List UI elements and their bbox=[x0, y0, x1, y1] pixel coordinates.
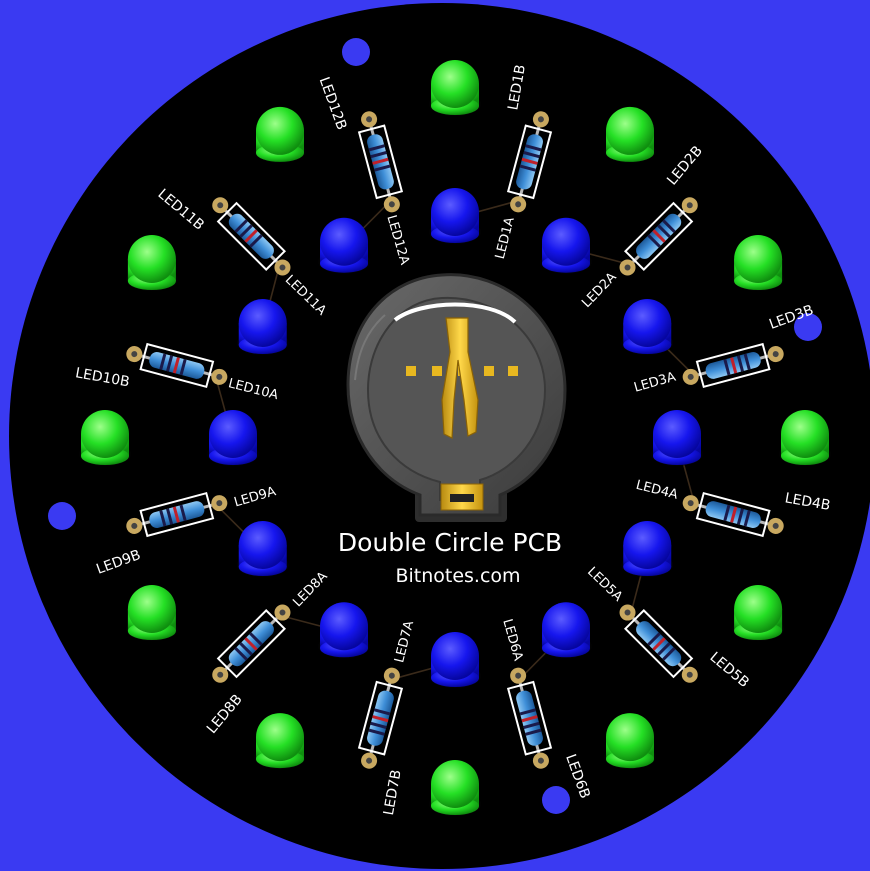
resistor-icon bbox=[126, 491, 228, 538]
green-led-icon bbox=[254, 106, 306, 163]
blue-led-icon bbox=[540, 217, 592, 274]
blue-led-icon bbox=[429, 188, 481, 244]
mounting-hole-icon bbox=[794, 313, 822, 341]
resistor-icon bbox=[212, 197, 291, 276]
green-led-icon bbox=[732, 235, 785, 291]
mounting-hole-icon bbox=[542, 786, 570, 814]
blue-led-icon bbox=[207, 410, 259, 466]
resistor-icon bbox=[357, 111, 404, 213]
resistor-icon bbox=[682, 342, 784, 389]
green-led-icon bbox=[604, 713, 656, 770]
blue-led-icon bbox=[651, 410, 703, 466]
coin-cell-holder-icon bbox=[346, 273, 567, 522]
outer-led-label: LED4B bbox=[784, 490, 832, 514]
resistor-icon bbox=[619, 197, 698, 276]
mounting-holes bbox=[48, 38, 822, 814]
green-led-icon bbox=[604, 106, 656, 163]
outer-led-label: LED7B bbox=[381, 769, 405, 817]
green-led-icon bbox=[429, 760, 481, 816]
resistor-icon bbox=[619, 604, 698, 683]
resistor-icon bbox=[506, 667, 553, 769]
green-led-icon bbox=[125, 585, 178, 641]
green-led-icon bbox=[732, 585, 785, 641]
resistor-icon bbox=[357, 667, 404, 769]
resistor-icon bbox=[126, 342, 228, 389]
green-led-icon bbox=[79, 410, 131, 466]
resistors bbox=[126, 111, 784, 769]
green-led-icon bbox=[254, 713, 306, 770]
leds bbox=[79, 60, 831, 816]
blue-led-icon bbox=[318, 602, 370, 659]
blue-led-icon bbox=[621, 299, 674, 355]
blue-led-icon bbox=[318, 217, 370, 274]
blue-led-icon bbox=[621, 521, 674, 577]
blue-led-icon bbox=[429, 632, 481, 688]
green-led-icon bbox=[779, 410, 831, 466]
blue-led-icon bbox=[236, 521, 289, 577]
resistor-icon bbox=[506, 111, 553, 213]
green-led-icon bbox=[429, 60, 481, 116]
green-led-icon bbox=[125, 235, 178, 291]
board-subtitle: Bitnotes.com bbox=[395, 565, 520, 587]
resistor-icon bbox=[682, 491, 784, 538]
blue-led-icon bbox=[540, 602, 592, 659]
board-title: Double Circle PCB bbox=[338, 528, 562, 557]
blue-led-icon bbox=[236, 299, 289, 355]
mounting-hole-icon bbox=[342, 38, 370, 66]
resistor-icon bbox=[212, 604, 291, 683]
mounting-hole-icon bbox=[48, 502, 76, 530]
outer-led-label: LED1B bbox=[505, 63, 529, 111]
